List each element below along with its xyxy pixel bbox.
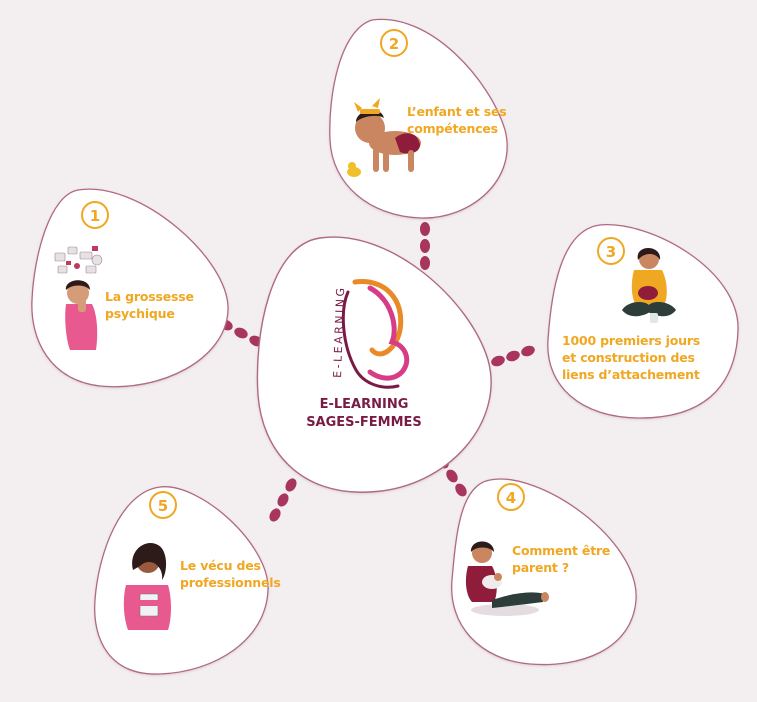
professional-woman-illustration [123,542,171,630]
svg-text:3: 3 [606,243,616,261]
center-blob [256,236,492,493]
crawling-baby-illustration [347,98,421,177]
logo-arc-pink [367,285,410,381]
badge-node-1: 1 [81,201,109,229]
node-5-label: Le vécu des professionnels [180,557,281,591]
logo-arc-orange [352,279,404,357]
node-3-label-line3: liens d’attachement [562,367,700,382]
node-3-label-line2: et construction des [562,350,695,365]
node-5-label-line2: professionnels [180,575,281,590]
node-3-label: 1000 premiers jours et construction des … [562,332,700,383]
logo-arc-maroon [341,290,400,389]
node-4-label-line1: Comment être [512,543,611,558]
badge-node-3: 3 [597,237,625,265]
svg-text:2: 2 [389,35,399,53]
node-2-label: L’enfant et ses compétences [407,103,507,137]
petal-node-3 [547,224,739,419]
node-2-label-line1: L’enfant et ses [407,104,507,119]
svg-text:5: 5 [158,497,168,515]
e-learning-logo: E-LEARNING [331,279,410,389]
badge-node-5: 5 [149,491,177,519]
connector-bottom-left [269,478,297,522]
thinking-woman-illustration [54,246,103,350]
svg-text:4: 4 [506,489,516,507]
node-5-label-line1: Le vécu des [180,558,261,573]
node-4-label-line2: parent ? [512,560,569,575]
brand-title-line1: E-LEARNING [320,397,409,412]
connector-right [491,345,535,367]
node-2-label-line2: compétences [407,121,498,136]
badge-node-2: 2 [380,29,408,57]
node-3-label-line1: 1000 premiers jours [562,333,701,348]
mother-with-baby-illustration [622,248,676,323]
node-1-label-line2: psychique [105,306,175,321]
node-1-label-line1: La grossesse [105,289,194,304]
svg-text:1: 1 [90,207,100,225]
parent-holding-baby-illustration [465,541,549,616]
node-1-label: La grossesse psychique [105,288,194,322]
brand-title-line2: SAGES-FEMMES [306,415,422,430]
logo-vertical-text: E-LEARNING [331,285,347,378]
connector-top [420,222,430,270]
badge-node-4: 4 [497,483,525,511]
petal-node-4 [451,478,637,666]
node-4-label: Comment être parent ? [512,542,610,576]
